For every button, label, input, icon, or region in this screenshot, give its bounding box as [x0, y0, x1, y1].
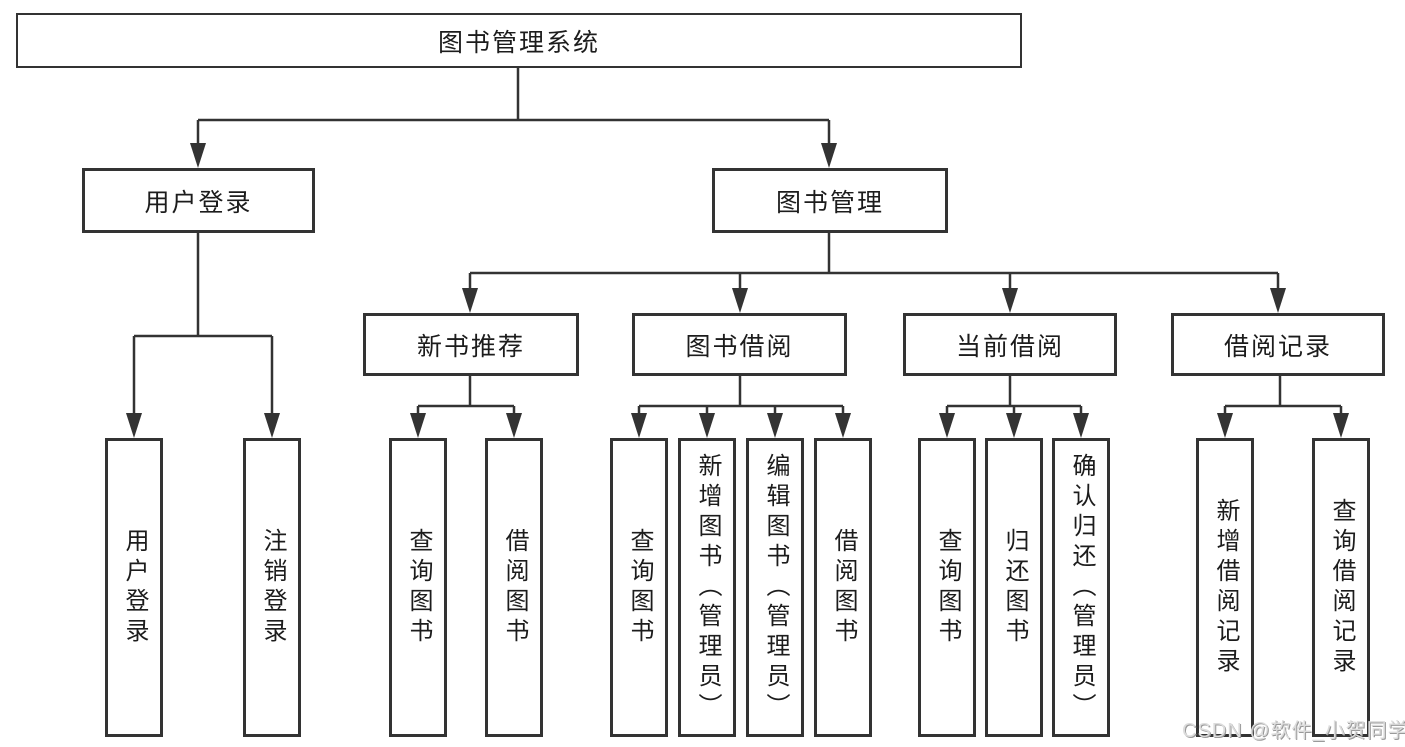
- leaf-add-borrow-record: 新增借阅记录: [1196, 438, 1254, 737]
- node-book-borrow-label: 图书借阅: [685, 332, 794, 361]
- leaf-add-borrow-record-label: 新增借阅记录: [1212, 497, 1239, 678]
- node-current-borrow-label: 当前借阅: [955, 332, 1064, 361]
- node-user-login-label: 用户登录: [144, 188, 253, 217]
- leaf-query-borrow-record-label: 查询借阅记录: [1328, 497, 1355, 678]
- leaf-query-books-recommend-label: 查询图书: [405, 527, 432, 648]
- leaf-query-books-borrow-label: 查询图书: [626, 527, 653, 648]
- leaf-borrow-books-label: 借阅图书: [830, 527, 857, 648]
- node-book-borrow: 图书借阅: [632, 313, 847, 376]
- leaf-add-books-admin: 新增图书（管理员）: [678, 438, 736, 737]
- leaf-logout-label: 注销登录: [259, 527, 286, 648]
- leaf-return-books-label: 归还图书: [1001, 527, 1028, 648]
- leaf-borrow-books: 借阅图书: [814, 438, 872, 737]
- leaf-confirm-return-admin-label: 确认归还（管理员）: [1068, 452, 1095, 723]
- node-current-borrow: 当前借阅: [903, 313, 1117, 376]
- leaf-edit-books-admin-label: 编辑图书（管理员）: [762, 452, 789, 723]
- leaf-borrow-books-recommend: 借阅图书: [485, 438, 543, 737]
- node-book-management-label: 图书管理: [775, 188, 884, 217]
- leaf-return-books: 归还图书: [985, 438, 1043, 737]
- csdn-watermark: CSDN @软件_小贺同学: [1182, 720, 1405, 742]
- node-new-book-recommend: 新书推荐: [363, 313, 579, 376]
- leaf-add-books-admin-label: 新增图书（管理员）: [694, 452, 721, 723]
- leaf-confirm-return-admin: 确认归还（管理员）: [1052, 438, 1110, 737]
- leaf-user-login-label: 用户登录: [121, 527, 148, 648]
- leaf-query-books-current-label: 查询图书: [934, 527, 961, 648]
- node-borrow-records: 借阅记录: [1171, 313, 1385, 376]
- leaf-query-books-current: 查询图书: [918, 438, 976, 737]
- node-user-login: 用户登录: [82, 168, 315, 233]
- node-new-book-recommend-label: 新书推荐: [416, 332, 525, 361]
- node-root: 图书管理系统: [16, 13, 1022, 68]
- leaf-logout: 注销登录: [243, 438, 301, 737]
- node-root-label: 图书管理系统: [437, 28, 600, 57]
- leaf-edit-books-admin: 编辑图书（管理员）: [746, 438, 804, 737]
- leaf-query-books-recommend: 查询图书: [389, 438, 447, 737]
- leaf-user-login: 用户登录: [105, 438, 163, 737]
- leaf-borrow-books-recommend-label: 借阅图书: [501, 527, 528, 648]
- node-book-management: 图书管理: [712, 168, 948, 233]
- leaf-query-books-borrow: 查询图书: [610, 438, 668, 737]
- leaf-query-borrow-record: 查询借阅记录: [1312, 438, 1370, 737]
- node-borrow-records-label: 借阅记录: [1223, 332, 1332, 361]
